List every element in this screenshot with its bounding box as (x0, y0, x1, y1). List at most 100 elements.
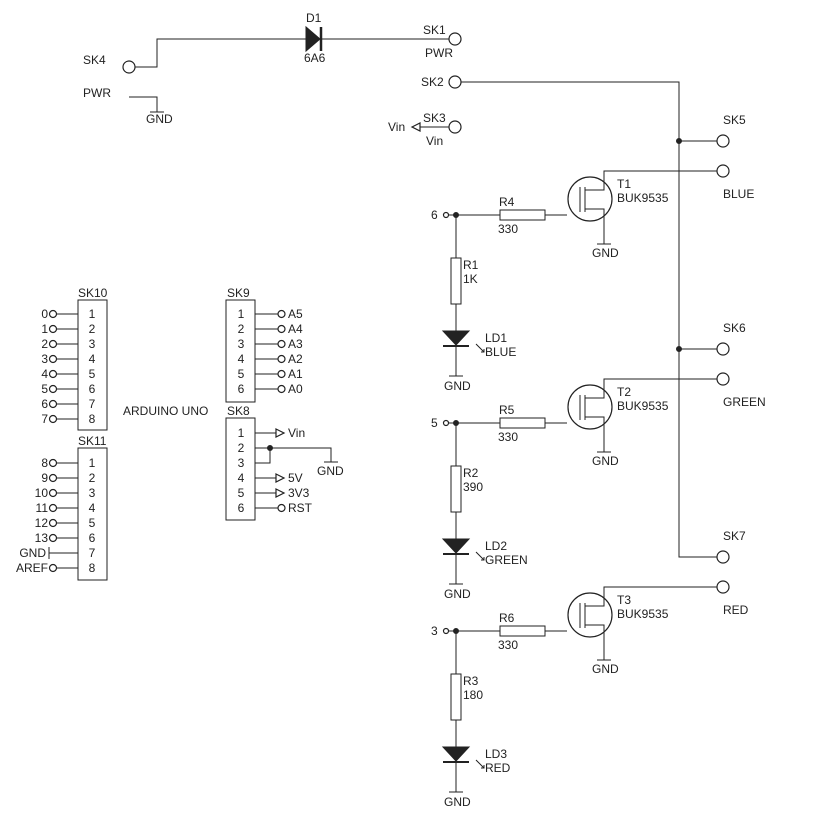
r4-value: 330 (498, 222, 518, 236)
sk11-ref: SK11 (78, 434, 107, 448)
sk9-pin-number: 5 (238, 367, 245, 381)
t2-mosfet (567, 384, 613, 430)
sk11-pin-terminal (48, 458, 58, 468)
sk8-pin-terminal (277, 503, 286, 513)
t1-ref: T1 (617, 177, 631, 191)
r2-ref: R2 (463, 466, 479, 480)
d1-value: 6A6 (304, 51, 326, 65)
sk8-junction-dot (267, 445, 273, 451)
sk6-label: GREEN (723, 395, 766, 409)
r6-ref: R6 (499, 611, 515, 625)
sk11-signal-label: 10 (35, 486, 49, 500)
d1-ref: D1 (306, 11, 322, 25)
sk11-pin-terminal (48, 473, 58, 483)
channel-blue: 6 R4 330 GND T1 BUK9535 R1 1K LD1 BLUE G… (431, 170, 717, 393)
sk5-drain-terminal (716, 164, 730, 178)
r3-value: 180 (463, 688, 483, 702)
sk9-signal-label: A2 (288, 352, 303, 366)
sk9-pin-terminal (277, 339, 286, 349)
ld3-light-arrow (475, 759, 485, 769)
sk11-header (77, 447, 108, 581)
ld2-label: GREEN (485, 553, 528, 567)
t3-mosfet (567, 592, 613, 638)
ld1-ref: LD1 (485, 331, 507, 345)
t1-mosfet (567, 176, 613, 222)
sk10-pin-number: 2 (89, 322, 96, 336)
sk3-terminal (448, 120, 462, 134)
ld2-ref: LD2 (485, 539, 507, 553)
sk8-pin-number: 5 (238, 486, 245, 500)
sk11-pin-terminal (48, 563, 58, 573)
sk11-pin-terminal (48, 518, 58, 528)
sk10-pin-number: 7 (89, 397, 96, 411)
sk8-signal-label: 3V3 (288, 486, 310, 500)
sk11-pin-number: 8 (89, 561, 96, 575)
ld2-light-arrow (475, 551, 485, 561)
t2-part: BUK9535 (617, 399, 669, 413)
sk10-signal-label: 3 (41, 352, 48, 366)
t3-drain-wire (585, 586, 717, 607)
t3-ref: T3 (617, 593, 631, 607)
power-input-section: SK4 D1 6A6 SK1 PWR PWR GND SK2 SK3 Vin V… (83, 11, 462, 148)
sk11-pin-number: 6 (89, 531, 96, 545)
r2-resistor (450, 465, 462, 513)
sk10-pin-number: 1 (89, 307, 96, 321)
sk9-pin-number: 4 (238, 352, 245, 366)
sk8-gnd-label: GND (317, 464, 344, 478)
sk6-supply-terminal (716, 342, 730, 356)
vin-flag-label: Vin (388, 120, 405, 134)
t2-source-wire (585, 416, 605, 452)
ld2-led (441, 538, 471, 554)
sk11-signal-label: 9 (41, 471, 48, 485)
sk9-header (225, 299, 256, 403)
sk11-pin-number: 3 (89, 486, 96, 500)
sk9-ref: SK9 (227, 286, 250, 300)
ld1-label: BLUE (485, 345, 516, 359)
sk9-pin-terminal (277, 354, 286, 364)
sk6-drain-terminal (716, 372, 730, 386)
sk10-pin-terminal (48, 339, 58, 349)
sk9-signal-label: A0 (288, 382, 303, 396)
ld3-led (441, 746, 471, 762)
r2-value: 390 (463, 480, 483, 494)
sk8-pin-number: 4 (238, 471, 245, 485)
sk10-pin-terminal (48, 309, 58, 319)
sk8-pin-number: 6 (238, 501, 245, 515)
supply-rail (461, 81, 717, 558)
output-sockets: SK5 BLUE SK6 GREEN SK7 RED (716, 113, 766, 617)
supply-rail-wire (461, 81, 717, 558)
sk11-pin-number: 7 (89, 546, 96, 560)
sk11-signal-label: AREF (16, 561, 48, 575)
sk8-signal-label: Vin (288, 426, 305, 440)
sk10-header (77, 299, 108, 431)
ld2-gnd-label: GND (444, 587, 471, 601)
sk9-pin-number: 3 (238, 337, 245, 351)
sk2-terminal (448, 75, 462, 89)
r1-ref: R1 (463, 258, 479, 272)
sk10-pin-terminal (48, 399, 58, 409)
sk9-pin-number: 6 (238, 382, 245, 396)
sk10-signal-label: 1 (41, 322, 48, 336)
t3-gnd-label: GND (592, 662, 619, 676)
sk4-wire (135, 38, 306, 68)
r6-resistor (499, 625, 546, 637)
t3-source-wire (585, 624, 605, 660)
sk11-pin-terminal (48, 533, 58, 543)
channel-red: 3 R6 330 GND T3 BUK9535 R3 180 LD3 RED G… (431, 586, 717, 809)
sk3-label: Vin (426, 134, 443, 148)
t2-gnd-label: GND (592, 454, 619, 468)
sk9-signal-label: A4 (288, 322, 303, 336)
sk8-pin-number: 1 (238, 426, 245, 440)
rail-junction-dot (676, 138, 682, 144)
sk10-pin-number: 4 (89, 352, 96, 366)
r5-resistor (499, 417, 546, 429)
sk8-flag-arrow (275, 473, 286, 483)
sk8-gnd-wire (255, 447, 332, 464)
sk1-ref: SK1 (423, 23, 446, 37)
sk8-flag-arrow (275, 488, 286, 498)
sk10-pin-terminal (48, 384, 58, 394)
sk9-signal-label: A1 (288, 367, 303, 381)
sk11-pin-number: 1 (89, 456, 96, 470)
